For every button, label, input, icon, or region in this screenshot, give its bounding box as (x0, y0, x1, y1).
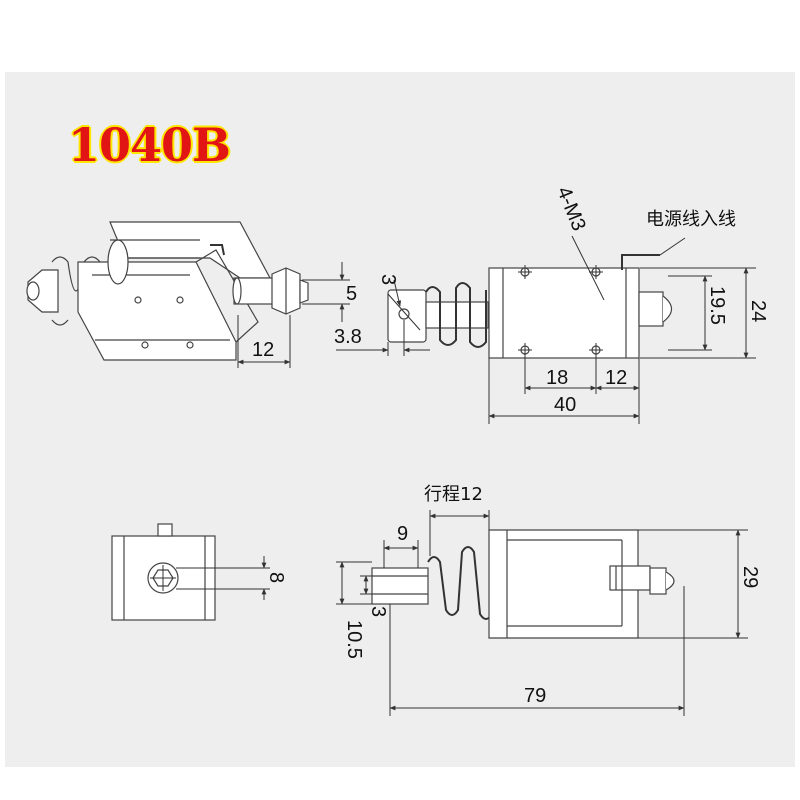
stroke-label: 行程12 (424, 484, 483, 505)
dim-overall-length: 79 (524, 685, 546, 707)
top-view (336, 235, 756, 424)
dim-plunger-slot: 9 (397, 523, 408, 545)
dim-body-height: 29 (739, 566, 761, 588)
side-view (336, 510, 748, 716)
dim-hole-spacing-vertical: 19.5 (706, 286, 728, 325)
dim-width: 24 (747, 300, 769, 322)
dim-slot-width: 3 (367, 606, 389, 617)
dim-hole-spacing-horizontal: 18 (546, 367, 568, 389)
dim-plunger-diameter: 5 (346, 283, 357, 305)
mounting-holes-label: 4-M3 (552, 184, 589, 235)
dim-body-length: 40 (554, 394, 576, 416)
drawing-background (5, 72, 795, 767)
dim-pin-hole: 3 (377, 274, 399, 285)
power-wire-label: 电源线入线 (646, 209, 736, 230)
dim-end-view-hole: 8 (265, 572, 287, 583)
end-view (111, 523, 270, 621)
isometric-view (26, 221, 350, 368)
dim-hole-to-end: 12 (605, 367, 627, 389)
dim-plunger-protrusion: 12 (252, 339, 274, 361)
dim-plunger-height: 10.5 (343, 620, 365, 659)
model-title: 1040B (68, 118, 231, 172)
dim-pin-hole-offset: 3.8 (334, 326, 362, 348)
